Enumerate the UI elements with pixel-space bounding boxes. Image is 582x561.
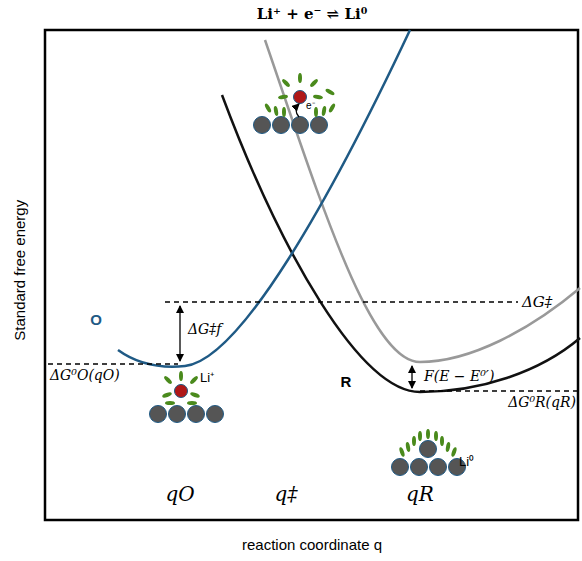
li-ion — [294, 91, 307, 104]
electron-label: e⁻ — [306, 100, 315, 111]
solvent-molecule — [434, 431, 438, 441]
dashed-level — [48, 363, 178, 364]
plot-frame — [45, 30, 578, 520]
solvent-molecule — [190, 391, 201, 398]
solvent-molecule — [309, 78, 319, 88]
energy-label: ΔG‡f — [188, 322, 221, 337]
solvent-molecule — [314, 107, 318, 117]
o-curve — [118, 30, 410, 367]
double-arrow — [179, 306, 180, 361]
energy-label: F(E − E⁰′) — [424, 369, 495, 384]
solvent-molecule — [189, 375, 199, 385]
surface-atom — [392, 459, 409, 476]
solvent-molecule — [282, 107, 286, 117]
coordinate-label: qR — [406, 483, 434, 505]
energy-label: ΔG‡ — [522, 294, 552, 311]
solvent-molecule — [179, 371, 183, 381]
energy-label: ΔG⁰O(qO) — [50, 368, 120, 383]
solvent-molecule — [187, 401, 197, 405]
solvent-molecule — [328, 103, 336, 114]
surface-atom — [430, 459, 447, 476]
electron-arrow — [296, 104, 299, 117]
species-label: Li⁰ — [459, 455, 474, 469]
surface-atom — [150, 406, 167, 423]
li-ion — [175, 385, 188, 398]
surface-atom — [311, 117, 328, 134]
dashed-level — [420, 390, 578, 391]
solvent-molecule — [412, 436, 416, 446]
solvent-molecule — [313, 94, 324, 100]
axis-label: reaction coordinate q — [242, 537, 382, 554]
coordinate-label: qO — [165, 483, 194, 505]
surface-atom — [254, 117, 271, 134]
solvent-molecule — [418, 431, 422, 441]
li-atom — [420, 441, 437, 458]
solvent-molecule — [278, 94, 289, 100]
state-label: R — [341, 374, 352, 391]
solvent-molecule — [163, 375, 173, 385]
surface-atom — [188, 406, 205, 423]
solvent-molecule — [162, 391, 173, 398]
dashed-level — [165, 301, 518, 302]
solvent-molecule — [165, 401, 175, 405]
surface-atom — [273, 117, 290, 134]
coordinate-label: q‡ — [275, 483, 298, 505]
solvent-molecule — [264, 103, 272, 114]
solvent-molecule — [325, 88, 336, 96]
solvent-molecule — [405, 442, 411, 453]
species-label: Li⁺ — [200, 371, 214, 385]
solvent-molecule — [321, 106, 327, 117]
double-arrow — [411, 366, 412, 388]
solvent-molecule — [273, 106, 279, 117]
solvent-molecule — [398, 447, 405, 458]
surface-atom — [169, 406, 186, 423]
solvent-molecule — [445, 442, 451, 453]
surface-atom — [207, 406, 224, 423]
solvent-molecule — [450, 447, 457, 458]
solvent-molecule — [440, 436, 444, 446]
electrode-atoms — [150, 73, 466, 476]
solvent-molecule — [426, 429, 430, 439]
shifted-curve — [265, 40, 580, 362]
energy-label: ΔG⁰R(qR) — [508, 395, 576, 410]
surface-atom — [292, 117, 309, 134]
solvent-molecule — [281, 78, 291, 88]
r-curve — [222, 95, 580, 392]
state-label: O — [90, 312, 102, 329]
axis-label: Standard free energy — [12, 200, 29, 341]
title: Li⁺ + e⁻ ⇌ Li⁰ — [257, 6, 367, 23]
solvent-molecule — [298, 73, 302, 83]
surface-atom — [411, 459, 428, 476]
